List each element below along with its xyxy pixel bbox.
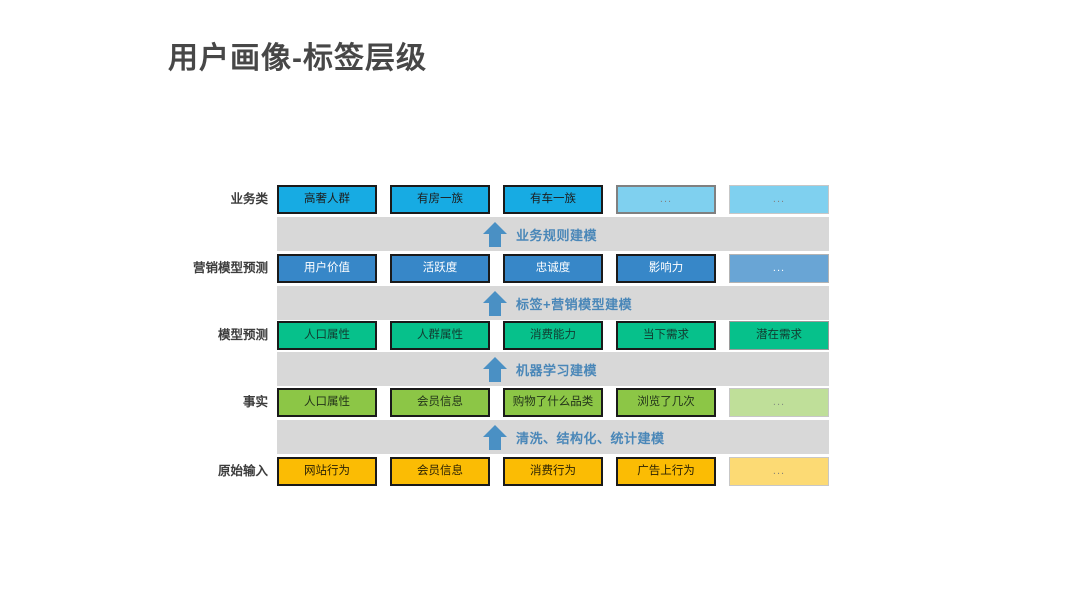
up-arrow-icon: [483, 221, 507, 247]
connector-band-tag-marketing-model: 标签+营销模型建模: [277, 286, 829, 320]
diagram-row-model: 模型预测 人口属性 人群属性 消费能力 当下需求 潜在需求: [170, 321, 850, 350]
band-label-business-rules: 业务规则建模: [516, 227, 598, 243]
cell-fact-4[interactable]: ...: [729, 388, 829, 417]
row-label-marketing: 营销模型预测: [192, 261, 268, 275]
cell-business-2[interactable]: 有车一族: [503, 185, 603, 214]
cell-model-1[interactable]: 人群属性: [390, 321, 490, 350]
diagram-row-marketing: 营销模型预测 用户价值 活跃度 忠诚度 影响力 ...: [170, 254, 850, 283]
band-label-cleaning-structuring-statistics: 清洗、结构化、统计建模: [516, 430, 665, 446]
cell-fact-2[interactable]: 购物了什么品类: [503, 388, 603, 417]
row-cells-marketing: 用户价值 活跃度 忠诚度 影响力 ...: [277, 254, 829, 283]
diagram-row-business: 业务类 高奢人群 有房一族 有车一族 ... ...: [170, 185, 850, 214]
cell-marketing-1[interactable]: 活跃度: [390, 254, 490, 283]
cell-fact-3[interactable]: 浏览了几次: [616, 388, 716, 417]
connector-band-business-rules: 业务规则建模: [277, 217, 829, 251]
band-label-machine-learning: 机器学习建模: [516, 362, 598, 378]
cell-model-3[interactable]: 当下需求: [616, 321, 716, 350]
cell-marketing-2[interactable]: 忠诚度: [503, 254, 603, 283]
diagram-row-fact: 事实 人口属性 会员信息 购物了什么品类 浏览了几次 ...: [170, 388, 850, 417]
cell-marketing-3[interactable]: 影响力: [616, 254, 716, 283]
row-label-model: 模型预测: [217, 328, 268, 342]
diagram-row-raw-input: 原始输入 网站行为 会员信息 消费行为 广告上行为 ...: [170, 457, 850, 486]
cell-marketing-4[interactable]: ...: [729, 254, 829, 283]
row-cells-fact: 人口属性 会员信息 购物了什么品类 浏览了几次 ...: [277, 388, 829, 417]
cell-fact-1[interactable]: 会员信息: [390, 388, 490, 417]
row-cells-business: 高奢人群 有房一族 有车一族 ... ...: [277, 185, 829, 214]
tag-hierarchy-diagram: 业务类 高奢人群 有房一族 有车一族 ... ... 业务规则建模 营销模型预测…: [170, 185, 850, 495]
row-cells-model: 人口属性 人群属性 消费能力 当下需求 潜在需求: [277, 321, 829, 350]
up-arrow-icon: [483, 290, 507, 316]
cell-model-2[interactable]: 消费能力: [503, 321, 603, 350]
band-label-tag-marketing-model: 标签+营销模型建模: [516, 296, 633, 312]
row-label-raw-input: 原始输入: [217, 464, 268, 478]
cell-raw-2[interactable]: 消费行为: [503, 457, 603, 486]
cell-raw-3[interactable]: 广告上行为: [616, 457, 716, 486]
cell-model-4[interactable]: 潜在需求: [729, 321, 829, 350]
cell-business-3[interactable]: ...: [616, 185, 716, 214]
connector-band-machine-learning: 机器学习建模: [277, 352, 829, 386]
up-arrow-icon: [483, 356, 507, 382]
cell-model-0[interactable]: 人口属性: [277, 321, 377, 350]
up-arrow-icon: [483, 424, 507, 450]
cell-raw-0[interactable]: 网站行为: [277, 457, 377, 486]
row-label-fact: 事实: [242, 395, 268, 409]
cell-raw-1[interactable]: 会员信息: [390, 457, 490, 486]
cell-raw-4[interactable]: ...: [729, 457, 829, 486]
row-label-business: 业务类: [230, 192, 268, 206]
page-title: 用户画像-标签层级: [168, 42, 427, 75]
cell-business-1[interactable]: 有房一族: [390, 185, 490, 214]
cell-fact-0[interactable]: 人口属性: [277, 388, 377, 417]
cell-business-4[interactable]: ...: [729, 185, 829, 214]
row-cells-raw-input: 网站行为 会员信息 消费行为 广告上行为 ...: [277, 457, 829, 486]
connector-band-cleaning-structuring-statistics: 清洗、结构化、统计建模: [277, 420, 829, 454]
cell-marketing-0[interactable]: 用户价值: [277, 254, 377, 283]
cell-business-0[interactable]: 高奢人群: [277, 185, 377, 214]
